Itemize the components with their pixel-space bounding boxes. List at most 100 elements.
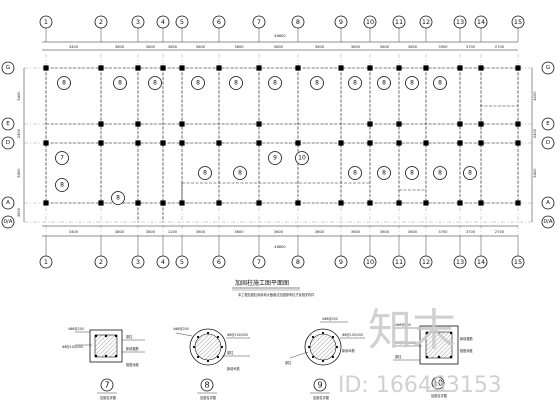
column-marker (338, 140, 344, 146)
callout-bubble (229, 76, 243, 90)
callout-label: 10 (298, 155, 306, 162)
callout-bubble (433, 166, 447, 180)
detail-8-bubble (200, 378, 214, 392)
column-marker (98, 121, 104, 127)
bottom-dim: 3400 (69, 230, 79, 234)
detail-7-note-2: Φ8@100/200 (62, 345, 83, 349)
column-marker (160, 200, 166, 206)
axis-label: 15 (514, 258, 522, 266)
column-marker (515, 121, 521, 127)
column-marker (98, 140, 104, 146)
axis-bubble-11 (392, 255, 406, 269)
row-axis-bubble (1, 117, 15, 131)
column-marker (367, 140, 373, 146)
axis-bubble-10 (363, 15, 377, 29)
column-marker (216, 65, 222, 71)
axis-label: 2 (99, 18, 103, 26)
plan-subtitle: 本工程加固柱采用增大截面法加固原有柱子及相关构件 (238, 292, 315, 297)
column-marker (179, 121, 185, 127)
detail-7-note-4: 新增箍筋 (126, 346, 139, 351)
column-marker (179, 65, 185, 71)
callout-label: 8 (382, 170, 386, 177)
detail-10-bubble (431, 376, 445, 390)
column-marker (457, 140, 463, 146)
detail-7-bubble (100, 378, 114, 392)
top-dim: 3600 (380, 45, 390, 49)
watermark: 知末 ID: 166463153 (338, 305, 502, 398)
column-marker (478, 140, 484, 146)
axis-label: 4 (161, 18, 165, 26)
detail-9-note-2: Φ8@100/200 (342, 333, 363, 337)
axis-bubble-11 (392, 15, 406, 29)
top-dim: 3600 (274, 45, 284, 49)
bottom-dim: 3800 (115, 230, 125, 234)
column-marker (338, 65, 344, 71)
detail-10-label: 加固柱详图 (431, 393, 447, 398)
callout-bubble (55, 178, 69, 192)
column-marker (43, 65, 49, 71)
row-axis-label: G (6, 65, 10, 71)
axis-label: 7 (257, 258, 261, 266)
axis-label: 14 (477, 258, 485, 266)
column-marker (423, 65, 429, 71)
callout-label: 8 (273, 80, 277, 87)
detail-7-note-3: 原柱 (126, 334, 133, 339)
column-marker (135, 140, 141, 146)
detail-7-note-5: 植筋深度 (126, 362, 140, 367)
axis-label: 6 (217, 258, 221, 266)
column-markers (43, 65, 521, 206)
plan-title: 加固柱施工图平面图 (235, 279, 289, 287)
detail-8-note-1: 4Φ8@200 (173, 327, 189, 331)
detail-10-note-3: 原柱 (395, 354, 402, 359)
detail-10-note-1: 4Φ8@200 (395, 323, 411, 327)
detail-7-note-1: 4Φ8@200 (68, 327, 84, 331)
column-marker (256, 65, 262, 71)
row-axis-bubble (541, 61, 555, 75)
top-dim: 3800 (115, 45, 125, 49)
axis-bubble-3 (131, 15, 145, 29)
right-dim: 4200 (533, 91, 537, 101)
detail-7-label: 加固柱详图 (100, 395, 116, 400)
axis-label: 11 (395, 258, 403, 266)
detail-9-note-4: 新增纵筋 (342, 348, 355, 353)
column-marker (216, 200, 222, 206)
callout-bubble (55, 151, 69, 165)
callout-label: 8 (62, 80, 66, 87)
callout-label: 8 (410, 170, 414, 177)
bottom-dim: 3800 (146, 230, 156, 234)
column-marker (396, 140, 402, 146)
axis-bubble-9 (334, 255, 348, 269)
axis-label: 2 (99, 258, 103, 266)
total-dimension-top: 46800 (274, 34, 286, 38)
callout-label: 8 (203, 170, 207, 177)
row-axis-bubble (541, 136, 555, 150)
column-marker (457, 200, 463, 206)
detail-8-note-4: 新增纵筋 (227, 366, 240, 371)
callout-label: 8 (438, 80, 442, 87)
top-dim: 3700 (466, 45, 476, 49)
bottom-dim: 3600 (196, 230, 206, 234)
callout-bubble (268, 76, 282, 90)
total-dimension-bottom: 46800 (274, 245, 286, 249)
callout-label: 8 (468, 170, 472, 177)
watermark-id: ID: 166463153 (338, 373, 502, 398)
axis-bubble-2 (94, 15, 108, 29)
column-marker (367, 200, 373, 206)
axis-label: 10 (366, 18, 374, 26)
axis-label: 10 (366, 258, 374, 266)
top-dim: 3600 (315, 45, 325, 49)
axis-bubble-6 (212, 255, 226, 269)
detail-10-id: 10 (433, 379, 443, 388)
column-marker (43, 140, 49, 146)
callout-label: 8 (234, 80, 238, 87)
detail-9-id: 9 (317, 381, 322, 390)
detail-8-note-3: 原柱 (227, 350, 234, 355)
callout-bubble (377, 166, 391, 180)
axis-label: 13 (456, 258, 464, 266)
bottom-dim: 3600 (274, 230, 284, 234)
callout-label: 8 (238, 170, 242, 177)
axis-bubble-1 (39, 15, 53, 29)
